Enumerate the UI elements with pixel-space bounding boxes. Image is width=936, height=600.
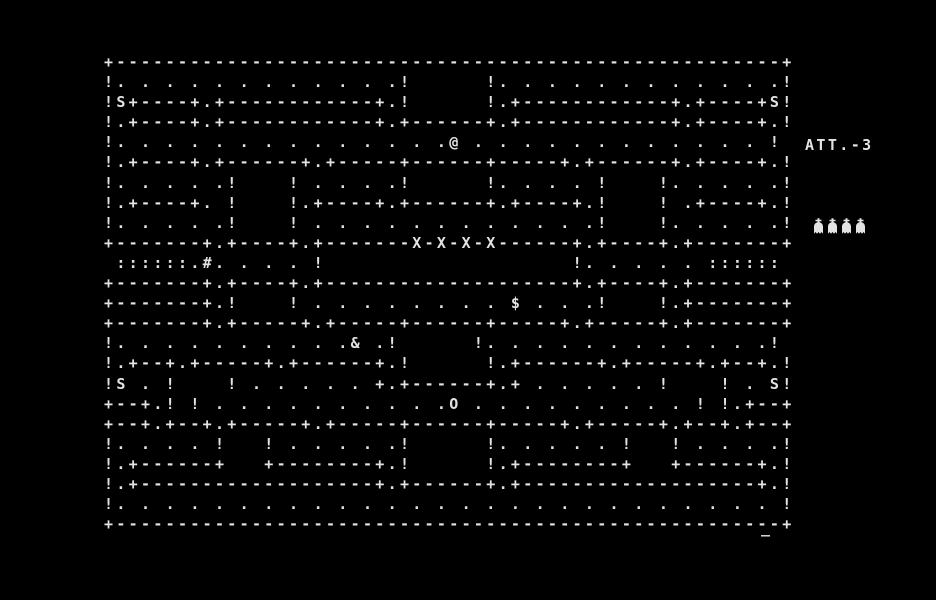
lives-row	[812, 218, 867, 235]
attempts-label: ATT.-3	[805, 136, 874, 154]
maze-board: +---------------------------------------…	[104, 53, 795, 534]
life-icon	[840, 218, 853, 235]
life-icon	[812, 218, 825, 235]
text-cursor: _	[761, 519, 771, 537]
life-icon	[826, 218, 839, 235]
life-icon	[854, 218, 867, 235]
